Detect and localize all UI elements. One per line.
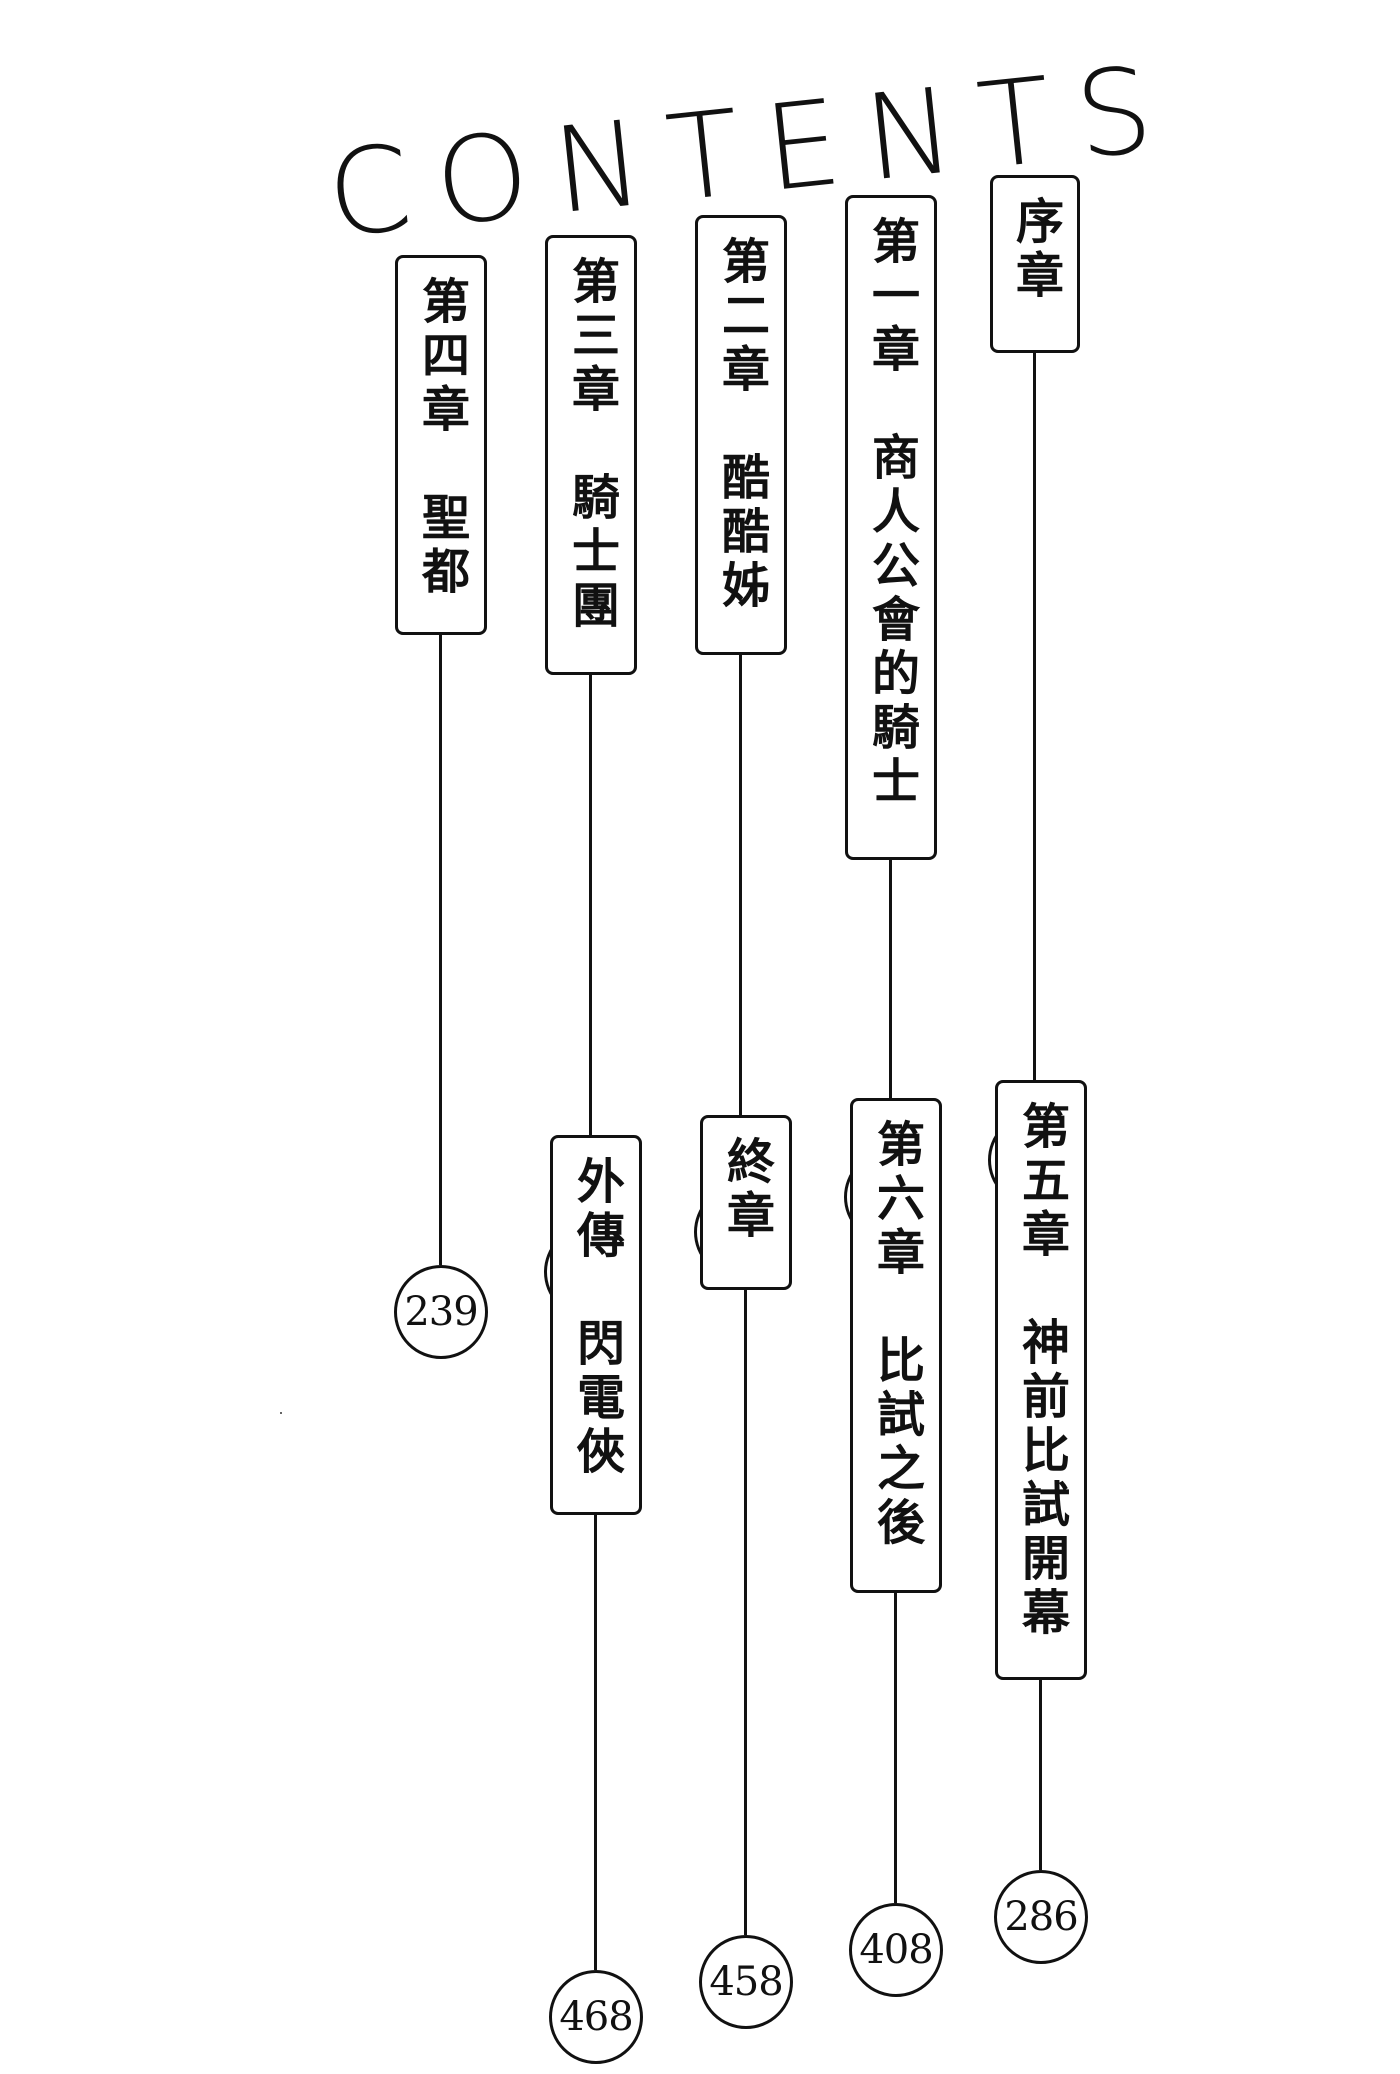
leader-line [744,1290,747,1935]
chapter-label-box: 序章 [990,175,1080,353]
chapter-title: 序章 [1007,196,1063,304]
chapter-label-box: 第一章 商人公會的騎士 [845,195,937,860]
leader-line [1033,353,1036,1113]
page-number: 239 [404,1289,478,1335]
page-number: 408 [859,1927,933,1973]
chapter-label-box: 第二章 酷酷姊 [695,215,787,655]
page-number-circle: 286 [994,1870,1088,1964]
chapter-label-box: 第四章 聖都 [395,255,487,635]
chapter-title: 第四章 聖都 [413,276,469,600]
page-number: 468 [559,1994,633,2040]
leader-line [889,860,892,1150]
leader-line [1039,1680,1042,1870]
chapter-title: 第一章 商人公會的騎士 [863,216,919,810]
chapter-title: 第三章 騎士團 [563,256,619,634]
toc-entry-chapter-2[interactable]: 第二章 酷酷姊 87 [690,215,790,1279]
toc-entry-prologue[interactable]: 序章 9 [985,175,1085,1207]
page-number: 286 [1004,1894,1078,1940]
page-number: 458 [709,1959,783,2005]
leader-line [594,1515,597,1970]
chapter-label-box: 第六章 比試之後 [850,1098,942,1593]
chapter-label-box: 第五章 神前比試開幕 [995,1080,1087,1680]
toc-entry-epilogue[interactable]: 終章 458 [695,1115,795,2029]
toc-entry-chapter-6[interactable]: 第六章 比試之後 408 [845,1098,945,1997]
page-number-circle: 458 [699,1935,793,2029]
chapter-label-box: 外傳 閃電俠 [550,1135,642,1515]
scan-speck [280,1412,282,1414]
chapter-title: 終章 [718,1136,774,1244]
leader-line [894,1593,897,1903]
leader-line [589,675,592,1225]
chapter-title: 第二章 酷酷姊 [713,236,769,614]
chapter-title: 第六章 比試之後 [868,1119,924,1551]
toc-entry-side-story[interactable]: 外傳 閃電俠 468 [545,1135,645,2064]
chapter-title: 外傳 閃電俠 [568,1156,624,1480]
toc-entry-chapter-4[interactable]: 第四章 聖都 239 [390,255,490,1359]
toc-entry-chapter-5[interactable]: 第五章 神前比試開幕 286 [990,1080,1090,1964]
leader-line [739,655,742,1185]
page-number-circle: 468 [549,1970,643,2064]
chapter-label-box: 終章 [700,1115,792,1290]
toc-entry-chapter-1[interactable]: 第一章 商人公會的騎士 24 [840,195,940,1244]
chapter-title: 第五章 神前比試開幕 [1013,1101,1069,1641]
leader-line [439,635,442,1265]
page-number-circle: 239 [394,1265,488,1359]
toc-entry-chapter-3[interactable]: 第三章 騎士團 193 [540,235,640,1319]
page-number-circle: 408 [849,1903,943,1997]
chapter-label-box: 第三章 騎士團 [545,235,637,675]
